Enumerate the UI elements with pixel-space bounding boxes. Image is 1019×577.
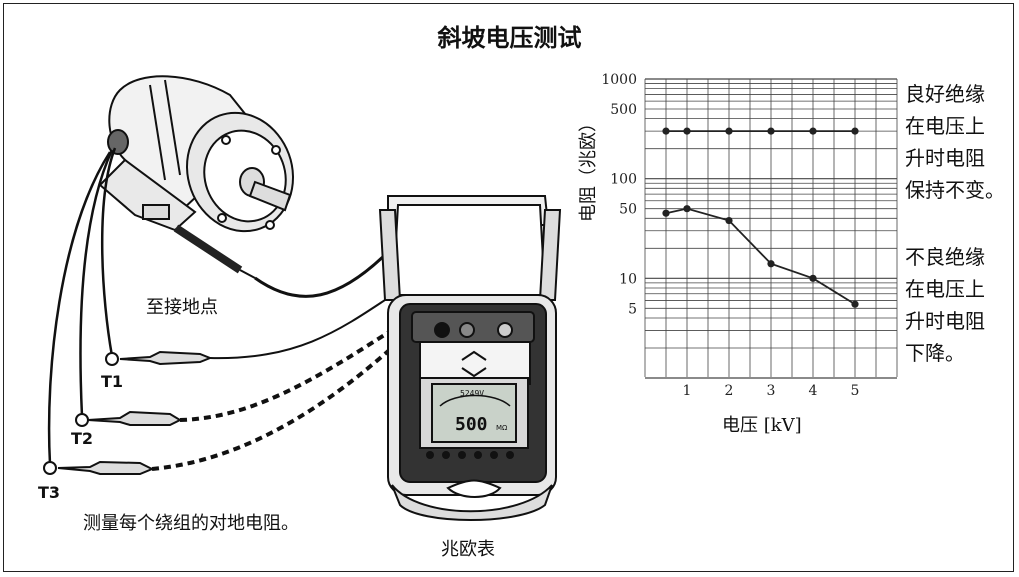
good-insulation-note: 良好绝缘 在电压上 升时电阻 保持不变。 [905,82,1005,202]
x-tick-label: 1 [683,383,692,399]
motor-icon [98,75,294,233]
t2-label: T2 [71,429,94,448]
data-point [683,127,691,135]
data-point [662,209,670,217]
data-point [725,127,733,135]
data-point [851,300,859,308]
megohmmeter-icon [378,195,562,521]
data-point [809,127,817,135]
measure-each-label: 测量每个绕组的对地电阻。 [83,513,299,534]
series-line [665,207,856,305]
x-tick-label: 5 [851,383,860,399]
figure-frame [3,3,1014,572]
data-point [767,260,775,268]
data-point [809,274,817,282]
figure-title: 斜坡电压测试 [437,24,582,52]
data-point [851,127,859,135]
motor-leads [47,147,117,465]
y-tick-label: 1000 [601,72,637,88]
y-tick-label: 500 [610,102,637,118]
y-tick-label: 100 [610,172,637,188]
data-point [725,216,733,225]
y-tick-label: 10 [619,271,637,287]
meter-unit: MΩ [496,424,508,432]
x-axis-label: 电压 [kV] [722,415,802,436]
data-point [662,127,670,135]
bad-insulation-note: 不良绝缘 在电压上 升时电阻 下降。 [905,245,985,365]
data-point [683,205,691,213]
y-tick-label: 5 [628,301,637,317]
t1-label: T1 [101,372,124,391]
x-tick-label: 2 [725,383,734,399]
ground-point-label: 至接地点 [146,297,218,318]
test-probes [57,350,213,475]
x-tick-label: 4 [809,383,818,399]
chart: 1000 500 100 50 10 5 1 2 3 4 5 [601,72,898,399]
x-tick-label: 3 [767,383,776,399]
t3-label: T3 [38,483,61,502]
meter-reading: 500 [455,414,488,435]
data-point [767,127,775,135]
meter-label: 兆欧表 [441,539,495,560]
meter-voltage: 5249V [460,389,484,398]
y-tick-label: 50 [619,202,637,218]
y-axis-label: 电阻（兆欧） [578,114,599,222]
